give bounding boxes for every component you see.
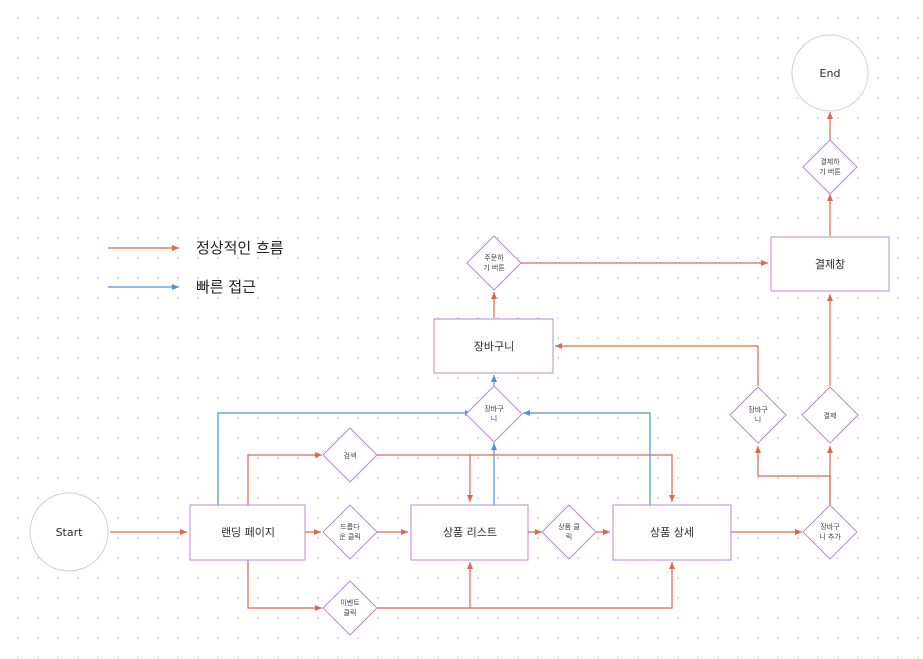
search-decision[interactable]: 검색 (322, 427, 378, 483)
quick-edge-detail-to-cart-decision (523, 410, 651, 505)
start-label: Start (56, 526, 84, 539)
pay-decision-label: 결제 (824, 411, 837, 420)
product-click-decision[interactable]: 상품 클 릭 (541, 504, 597, 560)
edge-event-to-list (377, 562, 473, 609)
add-to-cart-decision[interactable]: 장바구 니 추가 (802, 504, 858, 560)
edge-search-to-detail (470, 454, 675, 502)
landing-page-label: 랜딩 페이지 (221, 526, 275, 539)
legend: 정상적인 흐름 빠른 접근 (108, 239, 284, 296)
cart-center-label-line1: 장바구 (484, 404, 504, 413)
checkout-node[interactable]: 결제창 (770, 236, 890, 292)
pay-button-label-line1: 결제하 (820, 157, 840, 166)
cart-node[interactable]: 장바구니 (433, 318, 554, 374)
event-click-label-line1: 이벤트 (340, 598, 360, 607)
cart-label: 장바구니 (474, 340, 514, 353)
pay-button-label-line2: 기 버튼 (819, 167, 841, 176)
event-click-decision[interactable]: 이벤트 클릭 (322, 580, 378, 636)
add-to-cart-label-line1: 장바구 (820, 522, 840, 531)
event-click-label-line2: 클릭 (344, 609, 357, 617)
legend-quick-label: 빠른 접근 (196, 278, 256, 296)
end-label: End (820, 67, 841, 80)
product-click-label-line1: 상품 클 (558, 522, 580, 531)
edge-landing-to-event (247, 560, 322, 611)
cart-right-label-line1: 장바구 (748, 405, 768, 414)
search-decision-label: 검색 (344, 451, 357, 460)
cart-right-decision[interactable]: 장바구 니 (729, 386, 787, 444)
product-list-label: 상품 리스트 (443, 526, 497, 539)
product-click-label-line2: 릭 (566, 533, 572, 541)
edge-search-to-list (377, 454, 473, 502)
pay-button-decision[interactable]: 결제하 기 버튼 (802, 139, 858, 195)
order-button-label-line1: 주문하 (484, 253, 504, 262)
landing-page-node[interactable]: 랜딩 페이지 (189, 504, 306, 561)
start-node[interactable]: Start (29, 492, 109, 572)
checkout-label: 결제창 (815, 258, 845, 271)
edge-event-to-detail (470, 562, 675, 609)
product-detail-node[interactable]: 상품 상세 (612, 504, 732, 561)
cart-center-decision[interactable]: 장바구 니 (465, 385, 523, 443)
pay-decision[interactable]: 결제 (801, 386, 859, 444)
edge-cart-decision-to-cart (555, 343, 759, 386)
product-list-node[interactable]: 상품 리스트 (410, 504, 529, 561)
legend-normal-label: 정상적인 흐름 (196, 239, 284, 257)
order-button-decision[interactable]: 주문하 기 버튼 (466, 235, 522, 291)
edge-landing-to-search (247, 452, 322, 505)
product-detail-label: 상품 상세 (650, 526, 694, 539)
order-button-label-line2: 기 버튼 (483, 263, 505, 272)
end-node[interactable]: End (791, 34, 869, 112)
add-to-cart-label-line2: 니 추가 (819, 532, 841, 541)
quick-edge-landing-to-cart-decision (217, 410, 472, 505)
cart-right-label-line2: 니 (755, 415, 761, 424)
cart-center-label-line2: 니 (491, 414, 497, 423)
dropdown-click-label-line1: 드롭다 (340, 522, 360, 531)
edge-add-cart-to-cart-decision (755, 446, 831, 505)
dropdown-click-decision[interactable]: 드롭다 운 클릭 (322, 504, 378, 560)
dropdown-click-label-line2: 운 클릭 (339, 533, 361, 541)
